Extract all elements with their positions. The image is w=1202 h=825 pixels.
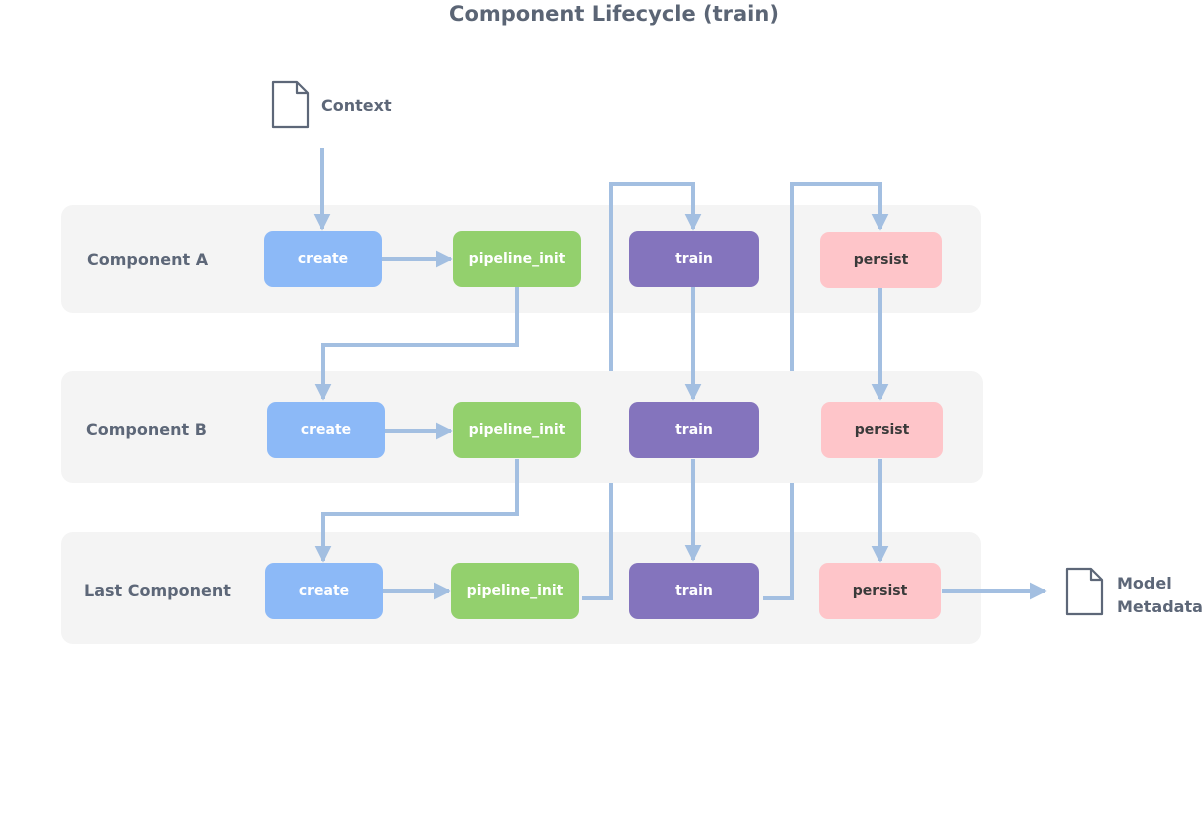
lane-label-last-component: Last Component [84, 581, 231, 600]
context-document-icon [271, 80, 310, 129]
create-node-a[interactable]: create [264, 231, 382, 287]
diagram-title: Component Lifecycle (train) [449, 2, 779, 26]
model-metadata-label: Model Metadata [1117, 572, 1202, 618]
context-label: Context [321, 96, 392, 115]
edge-loop-train-a [609, 182, 702, 371]
persist-node-last[interactable]: persist [819, 563, 941, 619]
pipeline-init-node-a[interactable]: pipeline_init [453, 231, 581, 287]
model-metadata-label-line2: Metadata [1117, 597, 1202, 616]
model-metadata-label-line1: Model [1117, 574, 1172, 593]
persist-node-b[interactable]: persist [821, 402, 943, 458]
train-node-last[interactable]: train [629, 563, 759, 619]
pipeline-init-node-last[interactable]: pipeline_init [451, 563, 579, 619]
model-metadata-document-icon [1065, 567, 1104, 616]
edge-loop-persist-a [790, 182, 889, 371]
lane-label-component-b: Component B [86, 420, 207, 439]
train-node-b[interactable]: train [629, 402, 759, 458]
create-node-b[interactable]: create [267, 402, 385, 458]
edge-train-last-up [763, 483, 794, 600]
persist-node-a[interactable]: persist [820, 232, 942, 288]
train-node-a[interactable]: train [629, 231, 759, 287]
pipeline-init-node-b[interactable]: pipeline_init [453, 402, 581, 458]
create-node-last[interactable]: create [265, 563, 383, 619]
edge-pinit-last-up [582, 483, 613, 600]
edge-pinit-b-create-last [314, 459, 519, 563]
edge-pinit-a-create-b [314, 287, 519, 401]
lane-label-component-a: Component A [87, 250, 209, 269]
